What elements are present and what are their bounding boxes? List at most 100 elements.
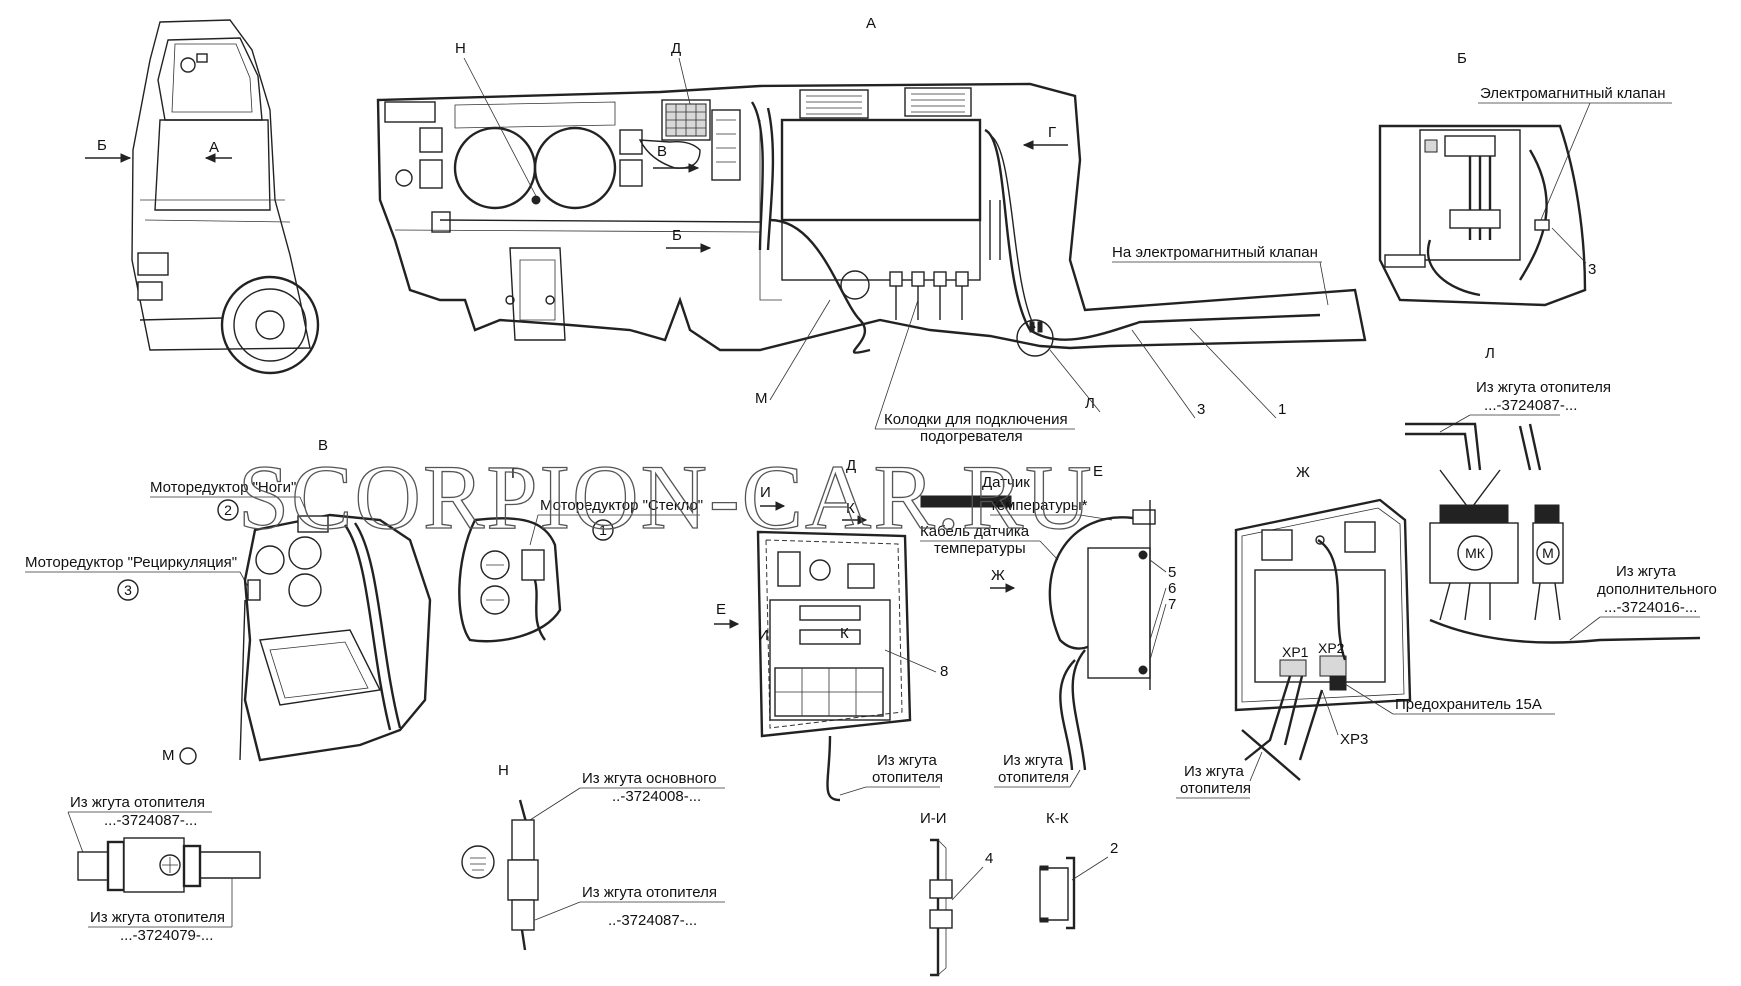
xp1-label: ХР1 [1282,644,1309,660]
view-b-cab-interior [1378,124,1587,307]
leader-5 [1149,559,1167,573]
fuse-box-view-zh [1234,498,1412,781]
view-title-v: В [318,437,328,454]
leader-xp3 [1321,689,1339,736]
view-a-arrowhead [204,153,216,163]
label-heater-harness-m-top: Из жгута отопителя [70,794,205,811]
section-title-ii: И-И [920,810,947,827]
view-g-arrowhead [1022,140,1034,150]
callout-4: 4 [985,850,993,867]
view-title-a: А [866,15,876,32]
truck-cab-side-view [131,19,320,375]
label-heater-pads-2: подогревателя [920,428,1023,445]
view-title-b: Б [1457,50,1467,67]
leader-1 [1189,327,1277,419]
view-e-arrowhead [729,619,740,629]
view-k-top-arrowhead [857,515,868,525]
leader-temp-cable [1039,540,1059,561]
label-motor-recirc: Моторедуктор "Рециркуляция" [25,554,237,571]
callout-3-view-b: 3 [1588,261,1596,278]
view-label-v: В [657,143,667,160]
leader-7 [1149,603,1167,661]
label-code-3724087-l: ...-3724087-... [1484,397,1577,414]
view-label-e-d: Е [716,601,726,618]
leader-4 [951,866,984,901]
view-label-b-dash: Б [672,227,682,244]
hvac-unit-view-v [239,513,432,762]
label-fuse-15a: Предохранитель 15А [1395,696,1542,713]
label-code-3724016: ...-3724016-... [1604,599,1697,616]
section-ii [929,838,953,977]
label-motor-legs: Моторедуктор "Ноги" [150,479,296,496]
label-extra-harness-2: дополнительного [1597,581,1717,598]
label-code-3724079: ...-3724079-... [120,927,213,944]
callout-1-circle [592,519,614,541]
label-heater-harness-n: Из жгута отопителя [582,884,717,901]
label-code-3724008: ..-3724008-... [612,788,701,805]
label-solenoid-valve: Электромагнитный клапан [1480,85,1666,102]
leader-d [678,57,691,105]
view-label-d: Д [671,40,681,57]
control-keypad [665,103,707,137]
leader-3-dash [1131,329,1196,419]
label-xp3: ХР3 [1340,731,1368,748]
view-title-n: Н [498,762,509,779]
label-temp-cable-2: температуры [934,540,1026,557]
view-label-a-cab: А [209,139,219,156]
label-temp-cable-1: Кабель датчика [920,523,1030,540]
view-label-m: М [755,390,768,407]
callout-3-dash: 3 [1197,401,1205,418]
callout-2-motor-legs: 2 [224,502,232,518]
label-to-solenoid-valve: На электромагнитный клапан [1112,244,1318,261]
leader-extra-harness [1569,616,1601,641]
label-code-3724087-m: ...-3724087-... [104,812,197,829]
leader-heater-harness-m-top [67,811,86,859]
callout-2-kk: 2 [1110,840,1118,857]
view-title-l: Л [1485,345,1495,362]
leader-l [1049,349,1101,413]
view-i-top-arrowhead [775,501,786,511]
section-title-kk: К-К [1046,810,1069,827]
leader-solenoid-valve [1539,102,1591,223]
label-code-3724087-n: ..-3724087-... [608,912,697,929]
label-temp-sensor-2: температуры* [990,497,1088,514]
label-heater-harness-e-2: отопителя [998,769,1069,786]
view-zh-arrowhead [1005,583,1016,593]
view-label-b-cab: Б [97,137,107,154]
view-label-zh: Ж [991,567,1005,584]
callout-3-motor-recirc: 3 [124,582,132,598]
label-extra-harness-1: Из жгута [1616,563,1677,580]
view-label-l-dash: Л [1085,395,1095,412]
leader-8 [884,649,937,673]
leader-6 [1149,587,1167,641]
callout-3-circle [117,579,139,601]
connector-n [461,799,539,951]
label-heater-harness-d-2: отопителя [872,769,943,786]
callout-6: 6 [1168,580,1176,597]
leader-2-kk [1071,856,1109,881]
xp2-label: ХР2 [1318,640,1345,656]
leader-fuse-15a [1344,683,1394,715]
label-heater-harness-e-1: Из жгута [1003,752,1064,769]
connector-mk-assembly: МК М [1405,422,1701,644]
leader-motor-glass [529,514,539,546]
view-label-m-v: М [162,747,175,764]
view-label-i-top: И [760,484,771,501]
dashboard-view-a [376,82,1367,357]
view-label-n: Н [455,40,466,57]
leader-heater-harness-n [534,901,581,921]
section-kk [1039,856,1076,930]
leader-heater-harness-d [839,786,867,796]
leader-to-solenoid-valve-tip [1319,261,1329,306]
callout-8: 8 [940,663,948,680]
label-heater-pads-1: Колодки для подключения [884,411,1068,428]
view-title-e: Е [1093,463,1103,480]
view-label-k-d: К [840,625,849,642]
label-heater-harness-zh-2: отопителя [1180,780,1251,797]
fan-connector-m [77,837,261,893]
view-title-d: Д [846,457,856,474]
view-label-k-top: К [846,500,855,517]
leader-n [463,57,537,197]
heater-connection-pads [840,270,969,320]
